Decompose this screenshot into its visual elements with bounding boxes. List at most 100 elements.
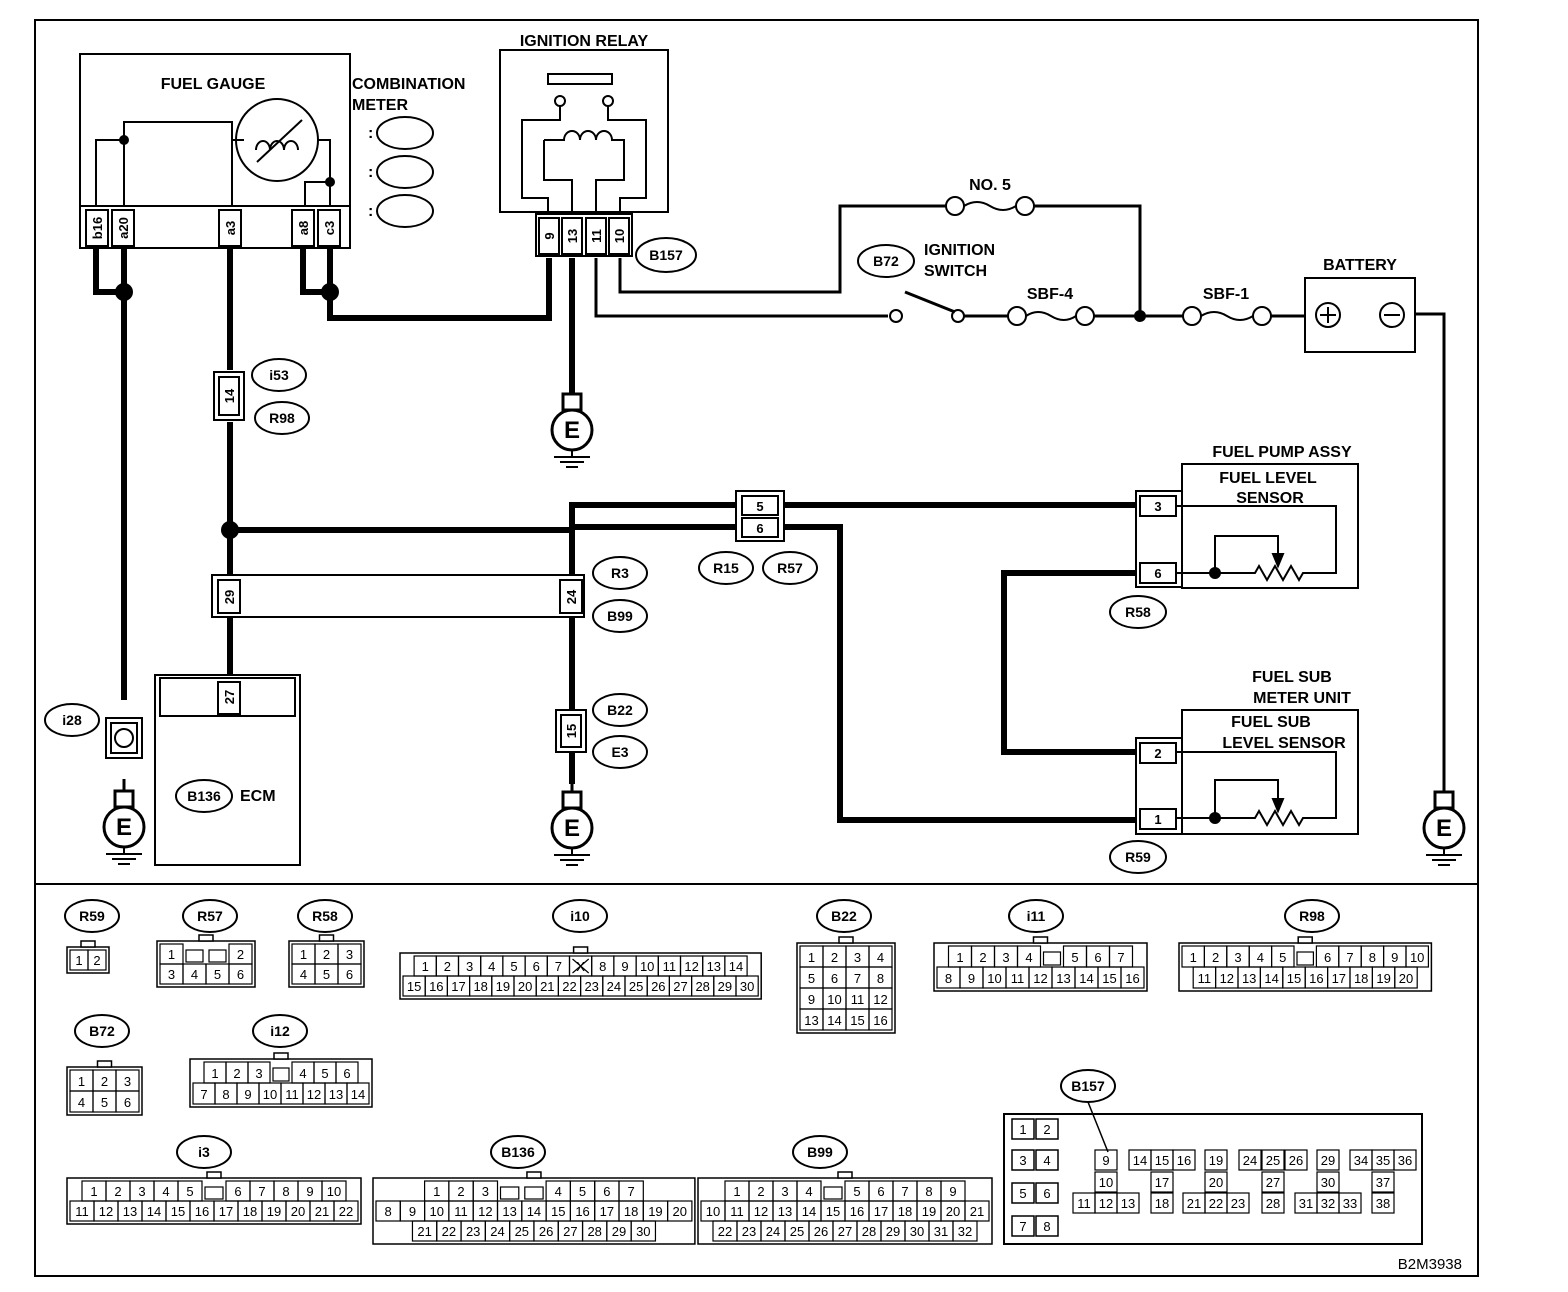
connector-face-tag: B136 [501, 1144, 535, 1160]
connector-pin: 29 [1321, 1153, 1335, 1168]
i28-tag: i28 [62, 712, 82, 728]
meter-pin-a3: a3 [223, 221, 238, 235]
connector-pin: 9 [808, 992, 815, 1007]
power-circuit: NO. 5 B72 IGNITION SWITCH SBF-4 SBF-1 BA… [857, 177, 1416, 353]
connector-pin: 20 [518, 979, 532, 994]
connector-pin: 21 [1187, 1196, 1201, 1211]
svg-text::: : [368, 164, 373, 181]
connector-pin: 20 [1209, 1175, 1223, 1190]
connector-pin: 1 [956, 950, 963, 965]
connector-pin: 9 [1391, 950, 1398, 965]
connector-pin: 5 [853, 1184, 860, 1199]
connector-pin: 4 [1025, 950, 1032, 965]
connector-pin: 23 [742, 1224, 756, 1239]
connector-pin: 35 [1376, 1153, 1390, 1168]
connector-pin: 28 [1266, 1196, 1280, 1211]
connector-pin: 15 [1155, 1153, 1169, 1168]
connector-pin: 1 [90, 1184, 97, 1199]
meter-pin-a8: a8 [296, 221, 311, 235]
connector-pin: 9 [244, 1087, 251, 1102]
connector-pin: 16 [873, 1013, 887, 1028]
connector-pin: 31 [1299, 1196, 1313, 1211]
connector-pin: 5 [579, 1184, 586, 1199]
relay-pin-13: 13 [565, 229, 580, 243]
connector-pin: 12 [307, 1087, 321, 1102]
connector-pin: 16 [429, 979, 443, 994]
connector-pin: 10 [327, 1184, 341, 1199]
connector-pin: 23 [584, 979, 598, 994]
connector-pin: 21 [970, 1204, 984, 1219]
connector-pin: 7 [555, 959, 562, 974]
connector-pin: 22 [562, 979, 576, 994]
connector-pin: 5 [1279, 950, 1286, 965]
connector-pin: 6 [831, 971, 838, 986]
ignition-relay-label: IGNITION RELAY [520, 33, 649, 50]
diagram-border [34, 19, 1479, 1277]
connector-pin: 3 [1019, 1153, 1026, 1168]
connector-pin: 16 [1125, 971, 1139, 986]
diagram-code: B2M3938 [1398, 1256, 1462, 1273]
connector-pin: 7 [901, 1184, 908, 1199]
connector-pin: 18 [1354, 971, 1368, 986]
connector-pin: 8 [599, 959, 606, 974]
connector-pin: 19 [1376, 971, 1390, 986]
fuel-sub-level-sensor-label-1: FUEL SUB [1231, 714, 1311, 731]
connector-pin: 6 [877, 1184, 884, 1199]
ignition-switch-label-2: SWITCH [924, 263, 987, 280]
fuel-sub-meter-unit: FUEL SUB METER UNIT FUEL SUB LEVEL SENSO… [1109, 669, 1359, 874]
connector-pin: 9 [409, 1204, 416, 1219]
connector-pin: 31 [934, 1224, 948, 1239]
connector-pin: 19 [496, 979, 510, 994]
connector-pin: 13 [1242, 971, 1256, 986]
connector-face-tag: i11 [1027, 908, 1046, 924]
fuse-sbf1-icon [1200, 311, 1254, 321]
fuse-sbf4-label: SBF-4 [1027, 286, 1073, 303]
connector-pin: 19 [922, 1204, 936, 1219]
connector-pin: 2 [114, 1184, 121, 1199]
connector-pin: 27 [563, 1224, 577, 1239]
connector-pin: 2 [101, 1074, 108, 1089]
connector-pin: 13 [329, 1087, 343, 1102]
connector-pin: 1 [300, 947, 307, 962]
fuse-no5-label: NO. 5 [969, 177, 1011, 194]
connector-pin: 22 [718, 1224, 732, 1239]
connector-pin: 26 [651, 979, 665, 994]
connector-pin: 14 [802, 1204, 816, 1219]
connector-pin: 18 [243, 1204, 257, 1219]
connector-pin: 14 [729, 959, 743, 974]
connector-pin: 8 [282, 1184, 289, 1199]
ignition-relay: IGNITION RELAY 9 13 11 10 B157 [499, 33, 697, 273]
connector-pin: 4 [877, 950, 884, 965]
connector-pin: 29 [886, 1224, 900, 1239]
connector-pin: 9 [949, 1184, 956, 1199]
connector-pin: 28 [862, 1224, 876, 1239]
fuse-sbf1-label: SBF-1 [1203, 286, 1249, 303]
connector-pin: 10 [430, 1204, 444, 1219]
connector-pin: 24 [607, 979, 621, 994]
connector-pin: 8 [925, 1184, 932, 1199]
fuel-gauge-label: FUEL GAUGE [161, 76, 266, 93]
connector-pin: 18 [898, 1204, 912, 1219]
connector-pin: 24 [766, 1224, 780, 1239]
relay-pin-11: 11 [589, 229, 604, 243]
connector-pin: 3 [138, 1184, 145, 1199]
connector-pin: 25 [515, 1224, 529, 1239]
connector-pin: 11 [730, 1204, 744, 1219]
connector-pin: 7 [258, 1184, 265, 1199]
connector-pin: 32 [1321, 1196, 1335, 1211]
r58-pin-3: 3 [1154, 499, 1161, 514]
connector-pin: 15 [1102, 971, 1116, 986]
connector-pin: 15 [407, 979, 421, 994]
connector-pin: 6 [1094, 950, 1101, 965]
connector-pin: 5 [214, 967, 221, 982]
connector-face-tag: B99 [807, 1144, 833, 1160]
connector-pin: 23 [466, 1224, 480, 1239]
connector-face-tag: i12 [270, 1023, 290, 1039]
connector-pin: 5 [321, 1066, 328, 1081]
connector-pin: 1 [422, 959, 429, 974]
fuel-level-sensor-label-1: FUEL LEVEL [1219, 470, 1317, 487]
connector-pin: 15 [551, 1204, 565, 1219]
